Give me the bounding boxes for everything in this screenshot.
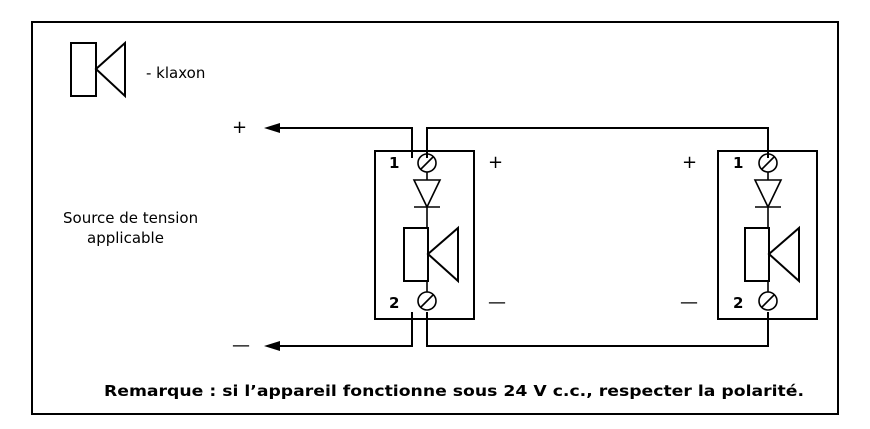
device-1-terminal-2: 2 — [389, 294, 399, 312]
diode-icon — [753, 179, 783, 209]
device-2-terminal-1: 1 — [733, 154, 743, 172]
device-1-box — [374, 150, 475, 320]
device-2-terminal-2: 2 — [733, 294, 743, 312]
diode-icon — [412, 179, 442, 209]
device-1-plus-sign: + — [488, 152, 503, 173]
source-minus-sign: — — [232, 335, 250, 356]
device-2-plus-sign: + — [682, 152, 697, 173]
minus-wire — [264, 312, 769, 351]
device-2-box — [717, 150, 818, 320]
source-label-line2: applicable — [87, 229, 164, 247]
source-label-line1: Source de tension — [63, 209, 198, 227]
device-2-minus-sign: — — [680, 292, 698, 313]
legend-label: - klaxon — [146, 64, 205, 82]
horn-icon — [744, 225, 800, 284]
source-plus-sign: + — [232, 117, 247, 138]
horn-device-1: 1 2 + — — [374, 150, 506, 320]
horn-device-2: 1 2 + — — [680, 150, 818, 320]
diagram-frame — [31, 21, 839, 415]
horn-icon — [70, 40, 126, 99]
terminal-screw-icon — [758, 291, 778, 311]
device-1-minus-sign: — — [488, 292, 506, 313]
horn-icon — [403, 225, 459, 284]
plus-wire — [264, 123, 769, 158]
terminal-screw-icon — [417, 291, 437, 311]
polarity-note: Remarque : si l’appareil fonctionne sous… — [104, 382, 804, 400]
device-1-terminal-1: 1 — [389, 154, 399, 172]
